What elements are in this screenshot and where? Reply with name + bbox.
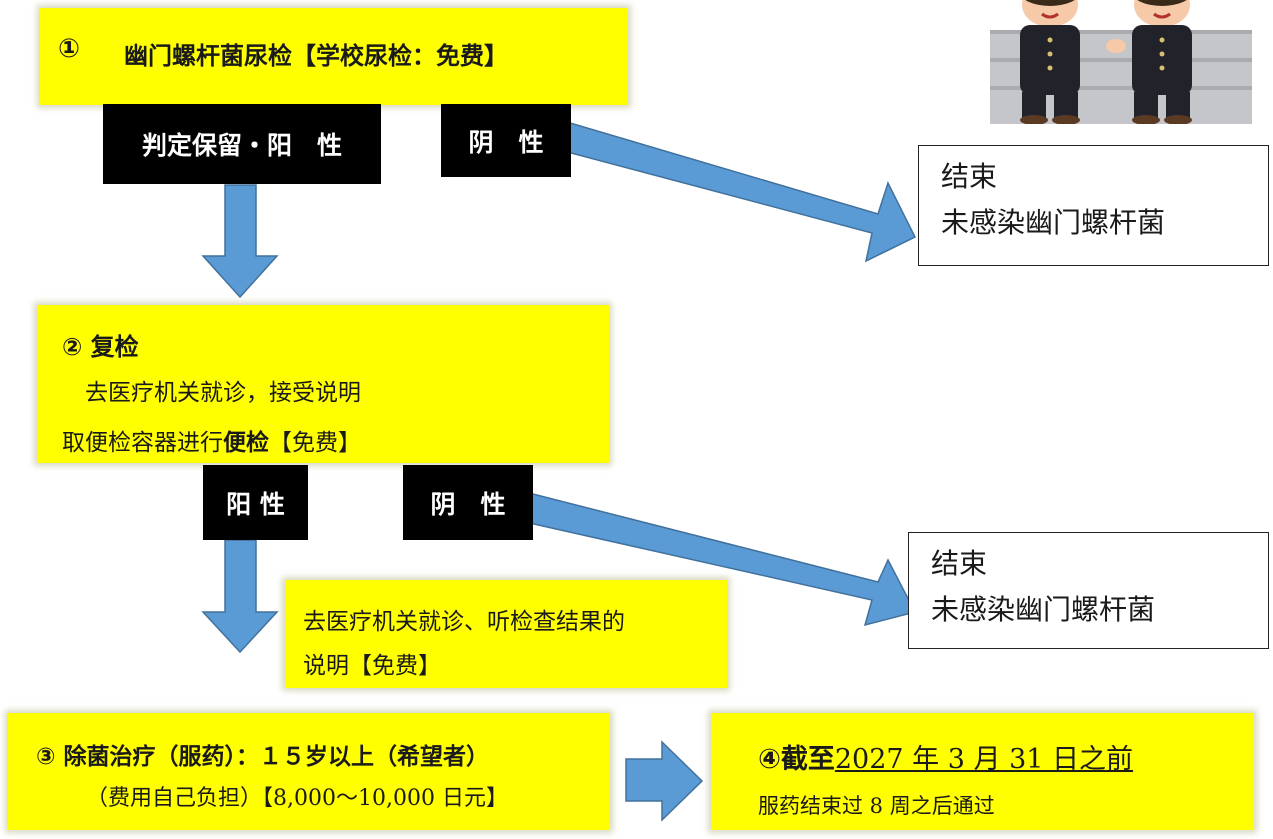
step1-box: ① 幽门螺杆菌尿检【学校尿检：免费】 [40,8,628,105]
end2-text: 未感染幽门螺杆菌 [931,593,1156,627]
two-students-sitting-icon [990,0,1252,124]
step2-line1: 去医疗机关就诊，接受说明 [85,380,361,406]
arrow-down-step1 [201,184,279,299]
arrow-right-step3-to-step4 [625,740,704,822]
step1-number: ① [58,34,81,64]
step2-negative-text: 阴 性 [430,489,506,519]
step2-line2-prefix: 取便检容器进行 [62,430,223,456]
step4-title-prefix: ④截至 [758,744,835,775]
step4-title: ④截至2027 年 3 月 31 日之前 [758,737,1133,776]
arrow-diagonal-negative1 [559,118,917,263]
step1-title: 幽门螺杆菌尿检【学校尿检：免费】 [124,42,508,70]
step1-positive-text: 判定保留・阳 性 [141,131,342,160]
result-line2: 说明【免费】 [303,653,441,679]
step1-negative-text: 阴 性 [468,127,544,157]
step3-box: ③ 除菌治疗（服药）：１５岁以上（希望者） （费用自己负担）【8,000～10,… [8,713,610,830]
step2-box: ② 复检 去医疗机关就诊，接受说明 取便检容器进行便检【免费】 [37,305,609,463]
step2-positive-text: 阳 性 [226,489,285,519]
step4-line2: 服药结束过 8 周之后通过 [758,794,995,818]
end1-text: 未感染幽门螺杆菌 [941,206,1166,240]
end-box-2: 结束 未感染幽门螺杆菌 [908,532,1269,649]
step1-negative-label: 阴 性 [441,104,571,177]
arrow-down-step2 [201,539,279,654]
step2-positive-label: 阳 性 [203,465,308,540]
step2-title: ② 复检 [62,333,139,361]
step1-positive-label: 判定保留・阳 性 [103,104,381,184]
end1-title: 结束 [941,160,998,193]
result-line1: 去医疗机关就诊、听检查结果的 [303,609,625,635]
end-box-1: 结束 未感染幽门螺杆菌 [918,145,1269,266]
step2-line2-suffix: 【免费】 [269,430,361,456]
step2-negative-label: 阴 性 [403,465,533,540]
result-explanation-box: 去医疗机关就诊、听检查结果的 说明【免费】 [285,580,727,688]
step3-line2: （费用自己负担）【8,000～10,000 日元】 [86,786,508,811]
step2-line2-bold: 便检 [223,430,269,456]
step3-title: ③ 除菌治疗（服药）：１５岁以上（希望者） [36,744,489,770]
step4-box: ④截至2027 年 3 月 31 日之前 服药结束过 8 周之后通过 [711,713,1254,830]
step4-title-date: 2027 年 3 月 31 日之前 [834,744,1134,775]
arrow-diagonal-negative2 [524,491,917,627]
end2-title: 结束 [931,547,988,580]
step2-line2: 取便检容器进行便检【免费】 [62,423,361,457]
